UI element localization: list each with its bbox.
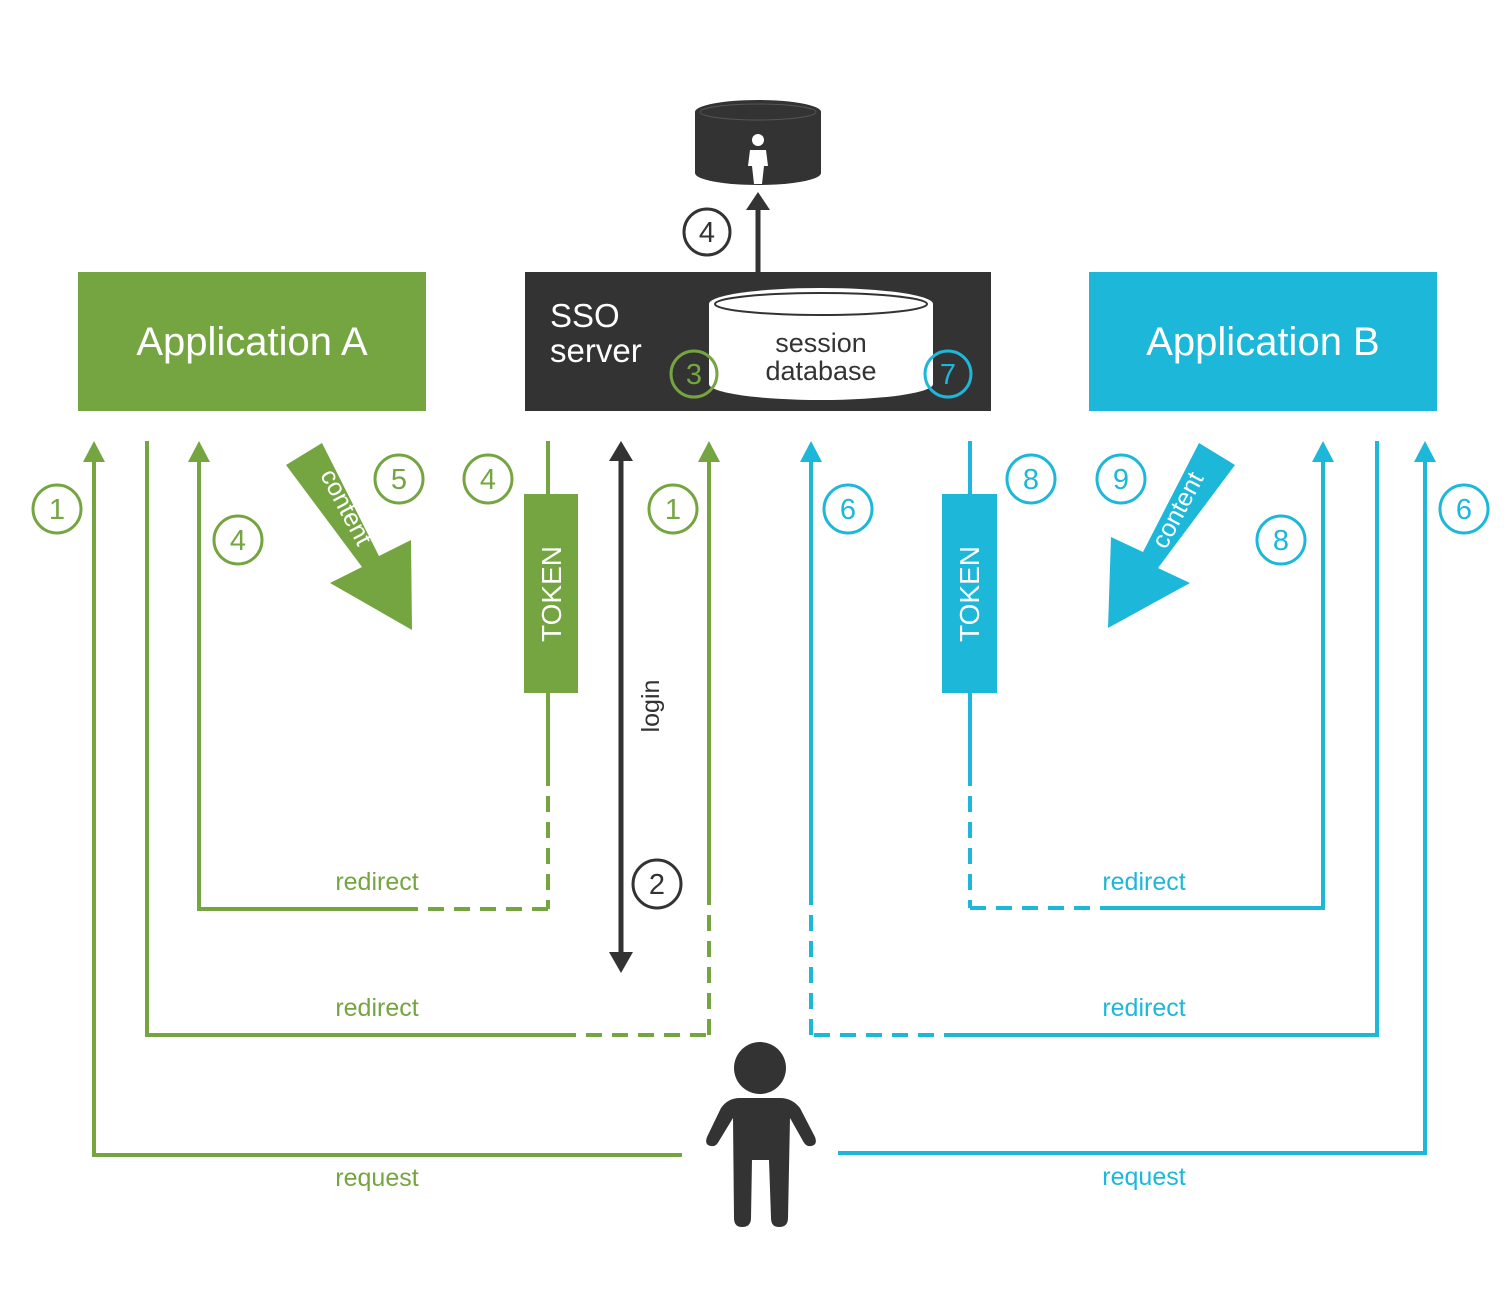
step-badge-db-green: 3 xyxy=(669,349,719,399)
redirect-a2-label: redirect xyxy=(335,994,418,1022)
application-a-box xyxy=(78,272,426,411)
token-b-label: TOKEN xyxy=(954,546,985,642)
application-b-box xyxy=(1089,272,1437,411)
step-badge-a-request: 1 xyxy=(31,483,83,535)
user-database-icon xyxy=(695,100,821,185)
token-a-block: TOKEN xyxy=(524,494,578,693)
step-badge-b-token: 8 xyxy=(1005,453,1057,505)
step-badge-a-token: 4 xyxy=(462,453,514,505)
step-badge-sso-db: 4 xyxy=(682,207,732,257)
session-db-label-line2: database xyxy=(765,356,876,386)
step-badge-login: 2 xyxy=(631,858,683,910)
svg-text:8: 8 xyxy=(1023,464,1039,496)
svg-text:4: 4 xyxy=(230,525,246,557)
session-database: session database xyxy=(709,288,933,400)
login-arrow: login xyxy=(609,441,665,973)
svg-text:7: 7 xyxy=(940,359,956,391)
application-a-label: Application A xyxy=(136,320,368,364)
application-b-label: Application B xyxy=(1146,320,1379,364)
svg-text:1: 1 xyxy=(49,494,65,526)
session-db-label-line1: session xyxy=(775,328,867,358)
step-badge-b-redirect-back: 8 xyxy=(1255,514,1307,566)
svg-text:6: 6 xyxy=(840,494,856,526)
request-a-line xyxy=(92,458,682,1157)
token-a-label: TOKEN xyxy=(536,546,567,642)
svg-text:4: 4 xyxy=(699,217,715,249)
svg-text:9: 9 xyxy=(1113,464,1129,496)
step-badge-a-to-sso: 1 xyxy=(647,483,699,535)
svg-text:1: 1 xyxy=(665,494,681,526)
redirect-b1-label: redirect xyxy=(1102,868,1185,896)
svg-text:8: 8 xyxy=(1273,525,1289,557)
request-a-label: request xyxy=(335,1164,418,1192)
sso-label-line1: SSO xyxy=(550,297,620,334)
svg-text:4: 4 xyxy=(480,464,496,496)
svg-text:6: 6 xyxy=(1456,494,1472,526)
step-badge-b-request: 6 xyxy=(1438,483,1490,535)
request-b-label: request xyxy=(1102,1163,1185,1191)
step-badge-b-content: 9 xyxy=(1095,453,1147,505)
redirect-b2-label: redirect xyxy=(1102,994,1185,1022)
login-label: login xyxy=(637,680,665,733)
token-b-block: TOKEN xyxy=(942,494,997,693)
sso-label-line2: server xyxy=(550,332,642,369)
step-badge-a-content: 5 xyxy=(373,453,425,505)
svg-text:5: 5 xyxy=(391,464,407,496)
step-badge-a-redirect-back: 4 xyxy=(212,514,264,566)
step-badge-b-to-sso: 6 xyxy=(822,483,874,535)
svg-text:2: 2 xyxy=(649,869,665,901)
user-icon xyxy=(706,1042,816,1227)
step-badge-db-blue: 7 xyxy=(923,349,973,399)
svg-text:3: 3 xyxy=(686,359,702,391)
redirect-a1-label: redirect xyxy=(335,868,418,896)
